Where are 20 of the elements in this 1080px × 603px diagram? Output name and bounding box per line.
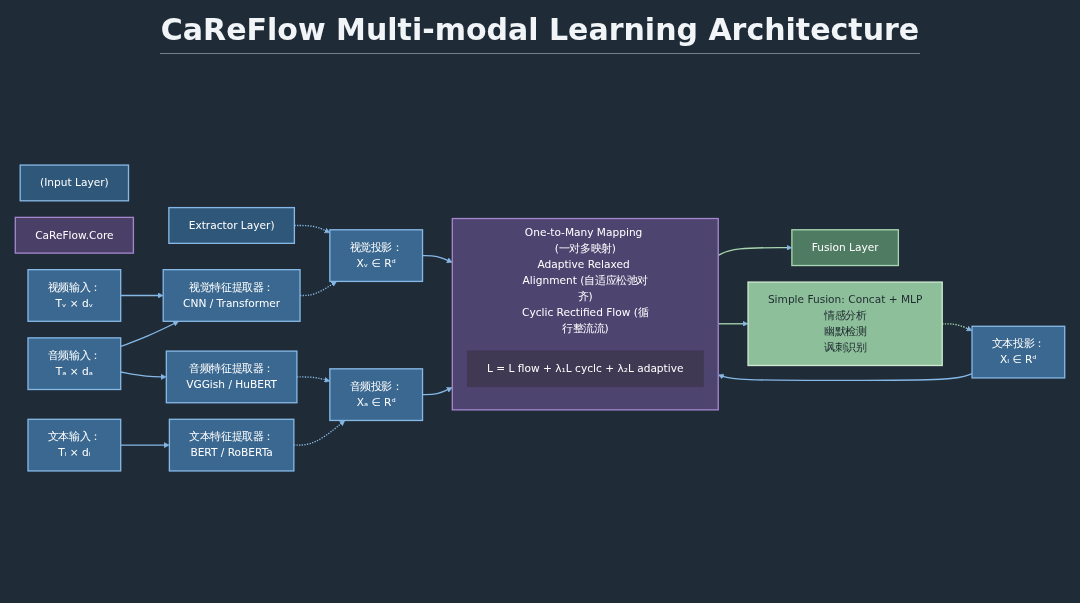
node-box: 视觉投影： Xᵥ ∈ Rᵈ [329,229,424,283]
node-box: Fusion Layer [791,229,900,267]
node-box: Simple Fusion: Concat + MLP 情感分析 幽默检测 讽刺识别 [747,281,943,367]
diagram-title: CaReFlow Multi-modal Learning Architecture [160,12,920,54]
node-box: CaReFlow.Core [14,216,135,254]
node-box: 文本特征提取器： BERT / RoBERTa [168,418,295,472]
node-box: 视频输入： Tᵥ × dᵥ [27,269,122,322]
arrow [120,371,167,380]
node-box: (Input Layer) [19,164,130,202]
node-box: 视觉特征提取器： CNN / Transformer [162,269,301,322]
node-box: Extractor Layer) [168,206,296,244]
node-box: 音频投影： Xₐ ∈ Rᵈ [329,368,424,422]
arrow [120,292,164,299]
node-box: 音频特征提取器： VGGish / HuBERT [165,350,298,404]
node-box: 文本投影： Xₗ ∈ Rᵈ [971,325,1066,379]
node-box: 音频输入： Tₐ × dₐ [27,337,122,391]
arrow [120,442,170,449]
node-box: L = L flow + λ₁L cyclc + λ₂L adaptive [466,350,704,387]
node-box: 文本输入： Tₗ × dₗ [27,418,122,472]
arrow [120,321,180,348]
